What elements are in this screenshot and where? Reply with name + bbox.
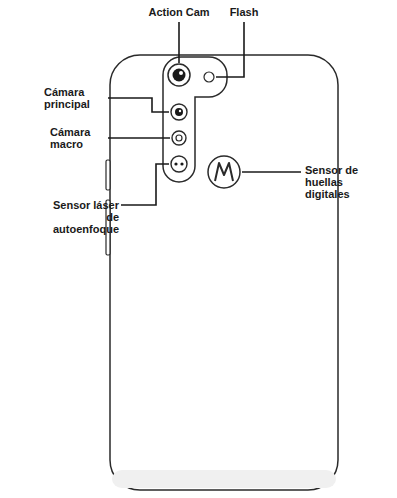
part-label: Flash	[219, 6, 269, 18]
leader-line	[178, 22, 180, 63]
lens-glint	[179, 110, 181, 112]
leader-line	[108, 98, 169, 112]
leader-line	[121, 164, 169, 205]
macro-camera-lens	[176, 135, 182, 141]
phone-bottom-shade	[112, 470, 336, 488]
motorola-logo	[215, 163, 233, 181]
action-cam	[168, 64, 190, 86]
flash	[204, 72, 214, 82]
leader-line	[216, 22, 244, 77]
leader-line	[108, 137, 170, 139]
main-camera	[171, 104, 187, 120]
part-label: Sensor láser de autoenfoque	[44, 199, 119, 235]
side-button	[106, 160, 110, 190]
lens-glint	[179, 71, 183, 75]
leader-lines	[108, 22, 301, 205]
laser-dot	[180, 162, 183, 165]
action-cam-lens	[173, 69, 186, 82]
macro-camera	[172, 131, 186, 145]
part-label: Sensor de huellas digitales	[305, 164, 369, 200]
part-label: Action Cam	[134, 6, 224, 18]
leader-line	[242, 171, 301, 173]
laser-sensor	[171, 156, 187, 172]
laser-dot	[174, 162, 177, 165]
main-camera-lens	[175, 108, 183, 116]
fingerprint-sensor	[208, 156, 240, 188]
part-label: Cámara macro	[50, 126, 106, 150]
phone-body	[110, 55, 338, 490]
part-label: Cámara principal	[44, 86, 106, 110]
